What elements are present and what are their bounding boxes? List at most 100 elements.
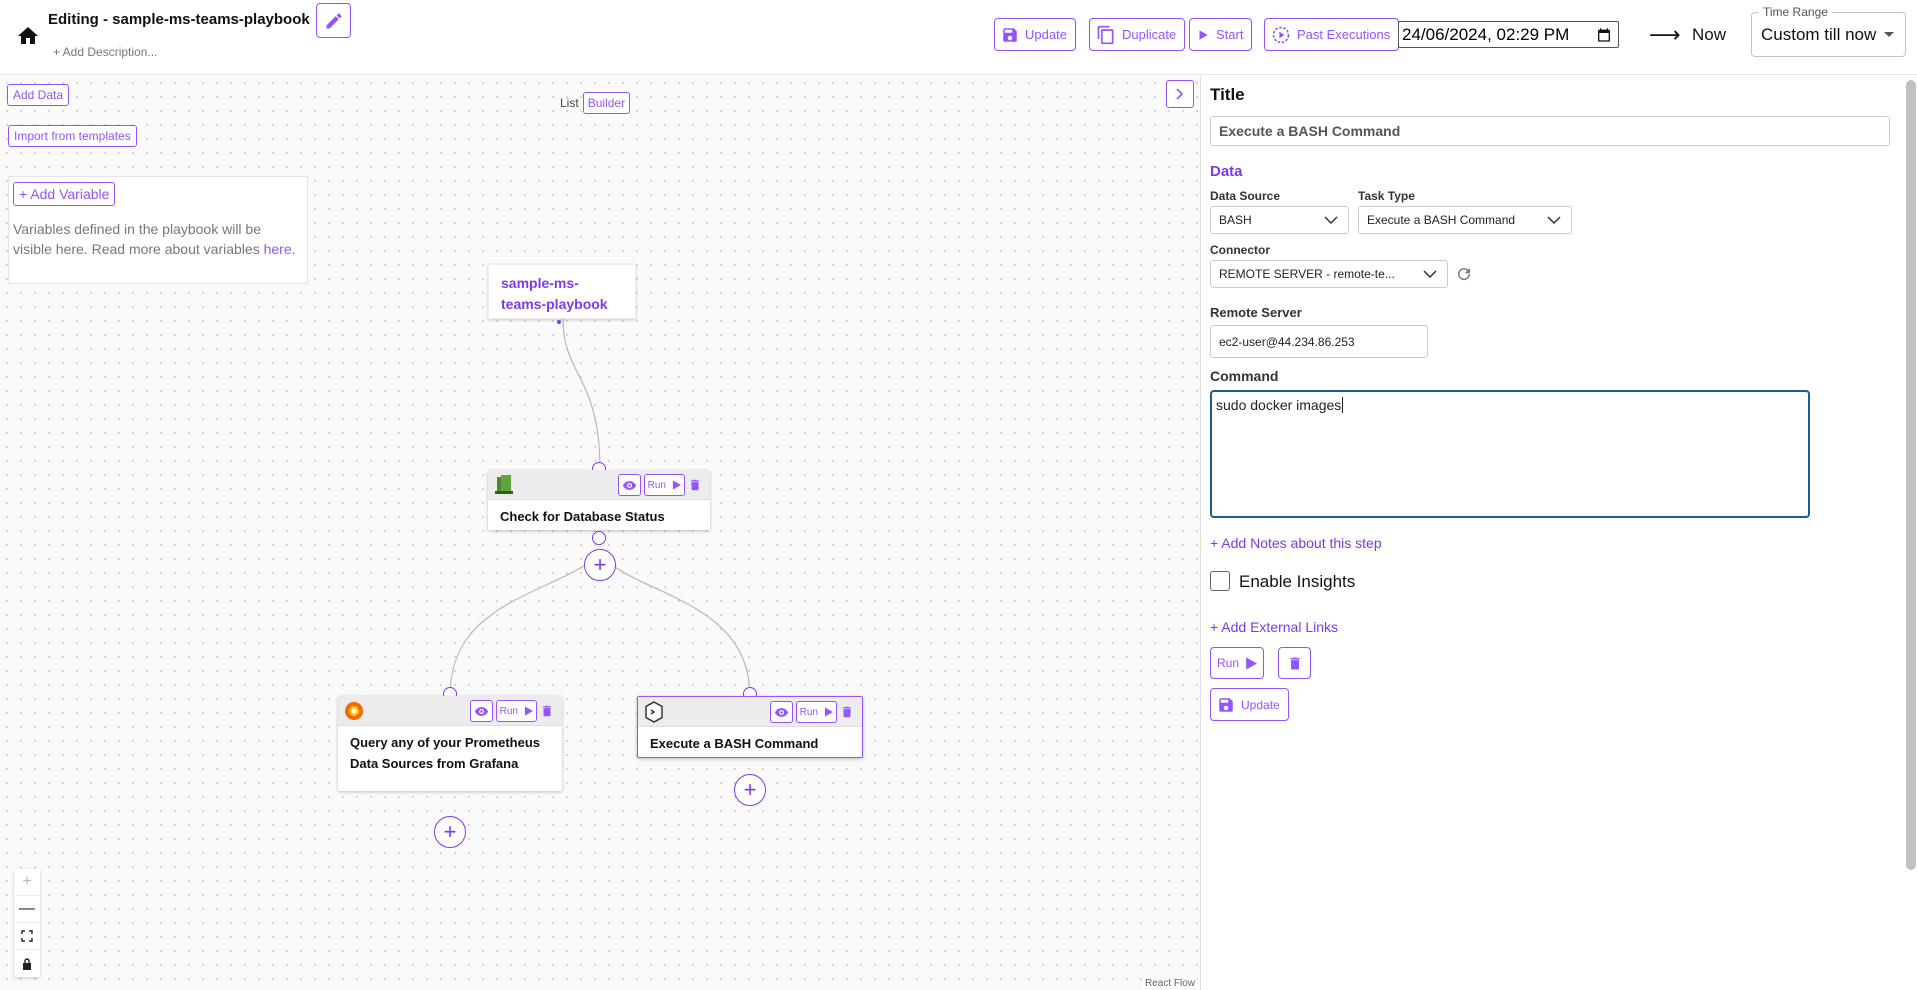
node-header: Run [338,696,562,726]
collapse-panel-button[interactable] [1166,80,1194,108]
play-icon [1246,657,1258,669]
page-title: Editing - sample-ms-teams-playbook [48,11,310,28]
step-config-panel: Title Execute a BASH Command Data Data S… [1200,76,1917,990]
enable-insights-label: Enable Insights [1239,572,1356,591]
root-handle [557,320,561,324]
view-node-button[interactable] [769,701,793,723]
node-title: Check for Database Status [500,509,665,524]
command-textarea[interactable]: sudo docker images [1210,390,1810,518]
time-range-select[interactable]: Time Range Custom till now [1751,5,1906,57]
fit-view-icon[interactable] [14,923,40,950]
update-button[interactable]: Update [994,18,1076,51]
variables-help-body: Variables defined in the playbook will b… [13,221,264,257]
task-type-value: Execute a BASH Command [1367,213,1516,227]
past-executions-label: Past Executions [1297,27,1391,42]
zoom-in-icon[interactable]: + [14,869,40,896]
add-step-button[interactable]: + [734,774,766,806]
playbook-root-node[interactable]: sample-ms-teams-playbook [488,264,636,319]
node-db-status[interactable]: Run Check for Database Status [488,470,710,530]
update-step-button[interactable]: Update [1210,688,1289,721]
edge-db-to-grafana [449,561,591,697]
caret-down-icon [1884,32,1894,37]
add-data-button[interactable]: Add Data [7,84,70,106]
enable-insights-checkbox[interactable] [1210,571,1230,591]
trash-icon[interactable] [540,703,554,719]
run-label: Run [647,479,666,491]
connector-select[interactable]: REMOTE SERVER - remote-te... [1210,260,1448,288]
run-node-button[interactable]: Run [795,701,837,723]
task-type-label: Task Type [1358,189,1415,203]
add-notes-link[interactable]: + Add Notes about this step [1210,535,1382,551]
variables-panel: + Add Variable Variables defined in the … [8,176,308,284]
remote-server-label: Remote Server [1210,305,1302,320]
view-node-button[interactable] [617,474,641,496]
data-source-select[interactable]: BASH [1210,206,1349,234]
refresh-icon[interactable] [1455,265,1473,283]
copy-icon [1097,25,1114,44]
task-type-select[interactable]: Execute a BASH Command [1358,206,1572,234]
list-view-tab[interactable]: List [560,96,579,110]
duplicate-label: Duplicate [1122,27,1177,42]
play-icon [824,707,833,717]
db-node-output-handle[interactable] [592,531,606,545]
command-value: sudo docker images [1216,397,1342,413]
trash-icon [1289,657,1300,669]
remote-server-input[interactable]: ec2-user@44.234.86.253 [1210,325,1428,358]
chevron-down-icon [1547,216,1561,224]
duplicate-button[interactable]: Duplicate [1089,18,1186,51]
edge-db-to-bash [607,561,751,697]
database-stack-icon [495,475,513,494]
add-description-link[interactable]: + Add Description... [53,45,158,59]
run-step-button[interactable]: Run [1210,647,1265,679]
import-templates-button[interactable]: Import from templates [8,125,137,147]
data-section-header: Data [1210,163,1243,180]
start-button[interactable]: Start [1189,18,1253,51]
time-range-value: Custom till now [1761,25,1877,44]
builder-view-tab[interactable]: Builder [582,92,631,114]
variables-help-suffix: . [291,241,296,257]
react-flow-attribution[interactable]: React Flow [1142,977,1197,990]
add-step-button[interactable]: + [584,549,616,581]
update-label: Update [1025,27,1067,42]
play-icon [524,706,533,716]
grafana-logo-icon [345,702,363,720]
title-label: Title [1210,85,1245,104]
view-node-button[interactable] [469,700,493,722]
flow-canvas[interactable]: Add Data Import from templates List Buil… [0,76,1200,990]
zoom-out-icon[interactable]: — [14,896,40,923]
save-icon [1219,697,1233,712]
trash-icon[interactable] [840,704,854,720]
play-icon [672,480,681,490]
chevron-down-icon [1423,270,1437,278]
history-play-icon [1272,26,1290,43]
node-title: Query any of your Prometheus Data Source… [350,735,540,771]
pencil-icon [326,12,342,28]
start-date-input[interactable]: 24/06/2024, 02:29 PM [1398,21,1619,48]
start-label: Start [1216,27,1244,42]
start-date-value: 24/06/2024, 02:29 PM [1402,24,1570,44]
chevron-right-icon [1176,88,1184,100]
delete-step-button[interactable] [1278,647,1311,679]
calendar-icon[interactable] [1596,27,1612,43]
variables-help-link[interactable]: here [263,241,292,257]
past-executions-button[interactable]: Past Executions [1264,18,1400,51]
variables-help-text: Variables defined in the playbook will b… [13,219,298,259]
run-node-button[interactable]: Run [495,700,537,722]
text-cursor [1342,397,1344,413]
home-icon[interactable] [16,24,40,48]
data-source-label: Data Source [1210,189,1281,203]
title-input[interactable]: Execute a BASH Command [1210,116,1890,146]
lock-icon[interactable] [14,950,40,977]
trash-icon[interactable] [688,477,702,493]
edit-title-button[interactable] [316,3,351,38]
scrollbar[interactable] [1906,80,1916,870]
run-step-label: Run [1217,656,1240,670]
node-grafana-query[interactable]: Run Query any of your Prometheus Data So… [338,696,562,791]
add-step-button[interactable]: + [434,816,466,848]
run-node-button[interactable]: Run [643,474,685,496]
add-variable-button[interactable]: + Add Variable [13,182,116,206]
node-bash-command[interactable]: Run Execute a BASH Command [637,696,863,758]
time-range-label: Time Range [1759,5,1832,19]
add-external-links-link[interactable]: + Add External Links [1210,619,1339,635]
flow-edges [449,318,751,697]
